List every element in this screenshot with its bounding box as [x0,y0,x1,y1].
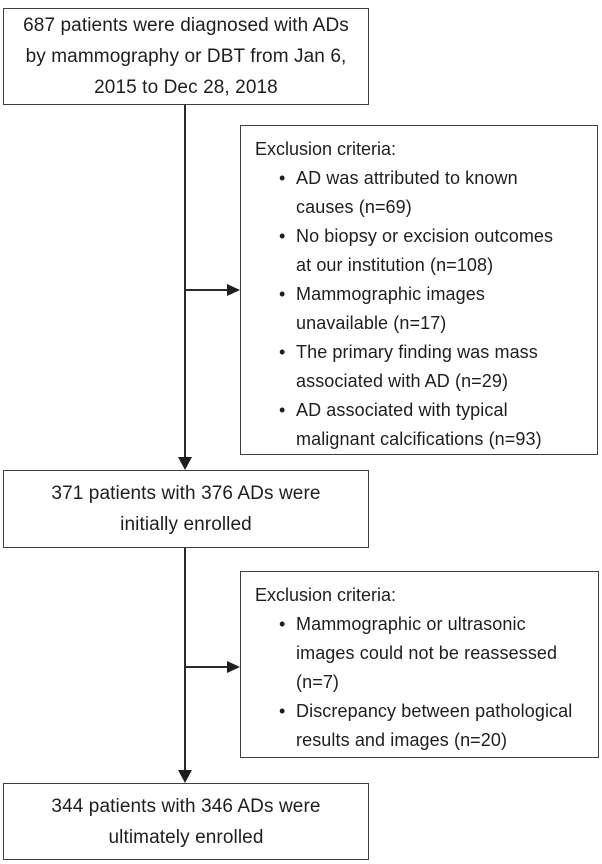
bullet-icon: • [279,168,286,188]
arrow-right-icon [227,661,240,673]
exclusion-2-item-1: Mammographic or ultrasonic images could … [296,614,558,692]
exclusion-1-item-3: Mammographic images unavailable (n=17) [296,284,485,333]
bullet-icon: • [279,701,286,721]
list-item: • Discrepancy between pathological resul… [279,697,586,755]
bullet-icon: • [279,284,286,304]
node-diagnosed-text: 687 patients were diagnosed with ADs by … [23,15,349,98]
connector-branch-2 [185,666,229,668]
bullet-icon: • [279,342,286,362]
exclusion-box-2: Exclusion criteria: • Mammographic or ul… [240,571,599,758]
exclusion-1-item-2: No biopsy or excision outcomes at our in… [296,226,554,275]
connector-vertical-1 [184,105,186,458]
bullet-icon: • [279,226,286,246]
arrow-right-icon [227,284,240,296]
list-item: • AD was attributed to known causes (n=6… [279,164,585,222]
exclusion-2-item-2: Discrepancy between pathological results… [296,701,573,750]
exclusion-2-title: Exclusion criteria: [255,585,397,605]
connector-vertical-2 [184,548,186,771]
node-initially-enrolled-box: 371 patients with 376 ADs were initially… [3,470,369,548]
node-initially-enrolled-text: 371 patients with 376 ADs were initially… [51,483,321,535]
bullet-icon: • [279,400,286,420]
exclusion-1-item-5: AD associated with typical malignant cal… [296,400,542,449]
node-diagnosed-box: 687 patients were diagnosed with ADs by … [3,8,369,105]
list-item: • Mammographic or ultrasonic images coul… [279,610,586,697]
list-item: • No biopsy or excision outcomes at our … [279,222,585,280]
exclusion-1-item-4: The primary finding was mass associated … [296,342,538,391]
node-ultimately-enrolled-box: 344 patients with 346 ADs were ultimatel… [3,783,369,860]
exclusion-1-item-1: AD was attributed to known causes (n=69) [296,168,518,217]
arrow-down-icon [178,770,192,783]
list-item: • AD associated with typical malignant c… [279,396,585,454]
exclusion-1-title: Exclusion criteria: [255,139,397,159]
exclusion-box-1: Exclusion criteria: • AD was attributed … [240,125,598,455]
list-item: • Mammographic images unavailable (n=17) [279,280,585,338]
arrow-down-icon [178,457,192,470]
connector-branch-1 [185,289,229,291]
list-item: • The primary finding was mass associate… [279,338,585,396]
bullet-icon: • [279,614,286,634]
node-ultimately-enrolled-text: 344 patients with 346 ADs were ultimatel… [51,795,321,848]
